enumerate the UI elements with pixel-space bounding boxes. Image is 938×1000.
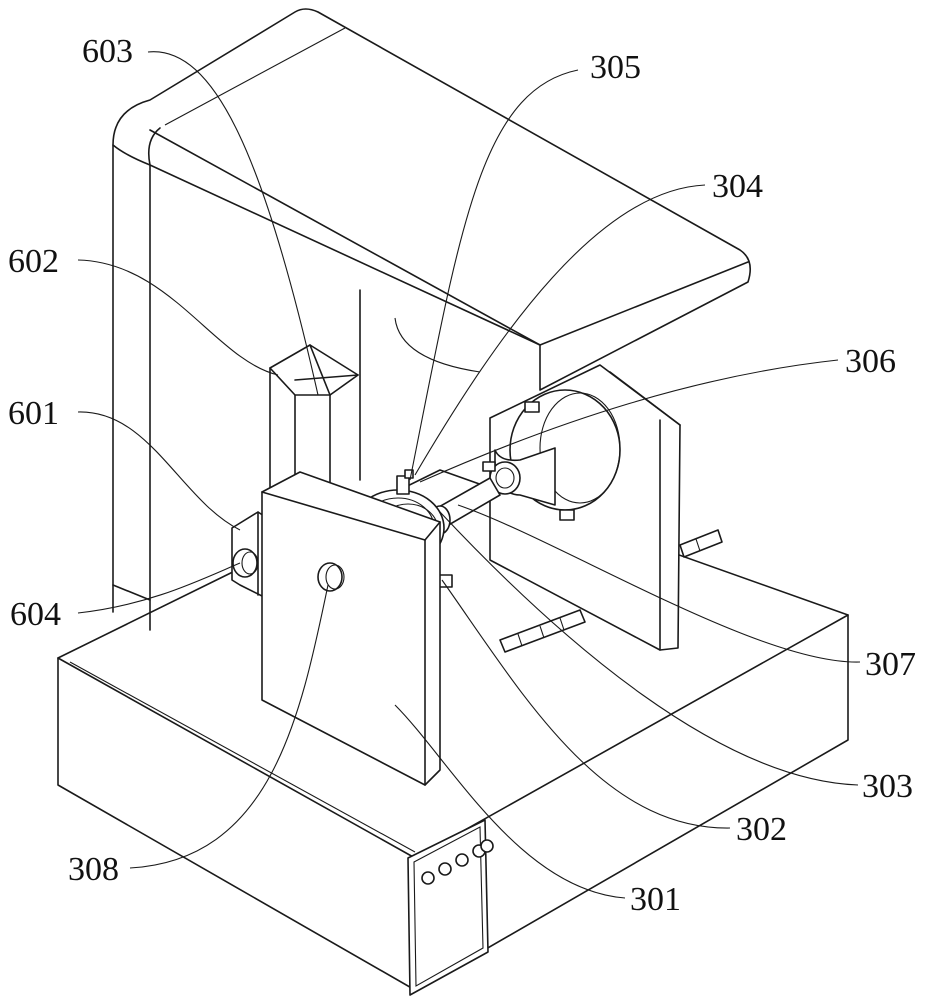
side-block [231,511,271,601]
leader-301 [394,704,626,899]
leader-306 [419,359,839,483]
reference-labels: 603 305 304 602 306 601 604 307 303 302 … [8,33,916,918]
right-plate [482,364,681,651]
label-602: 602 [8,243,59,280]
label-306: 306 [845,343,896,380]
label-305: 305 [590,49,641,86]
label-304: 304 [712,168,763,205]
label-307: 307 [865,646,916,683]
label-302: 302 [736,811,787,848]
leader-307 [457,504,861,663]
rollers [499,529,723,653]
leader-303 [439,511,859,786]
leader-601 [77,411,241,531]
label-308: 308 [68,851,119,888]
label-601: 601 [8,395,59,432]
control-knobs [421,839,494,885]
leader-308 [129,584,329,869]
leader-lines [77,51,861,899]
control-panel [407,819,494,996]
label-303: 303 [862,768,913,805]
label-603: 603 [82,33,133,70]
leader-603 [147,51,319,396]
leader-304 [414,184,706,476]
label-604: 604 [10,596,61,633]
leader-602 [77,259,279,376]
leader-305 [409,69,579,481]
leader-302 [441,579,731,829]
label-301: 301 [630,881,681,918]
leader-604 [77,562,241,614]
front-plate [261,471,441,786]
frame-top-cover [112,8,751,631]
